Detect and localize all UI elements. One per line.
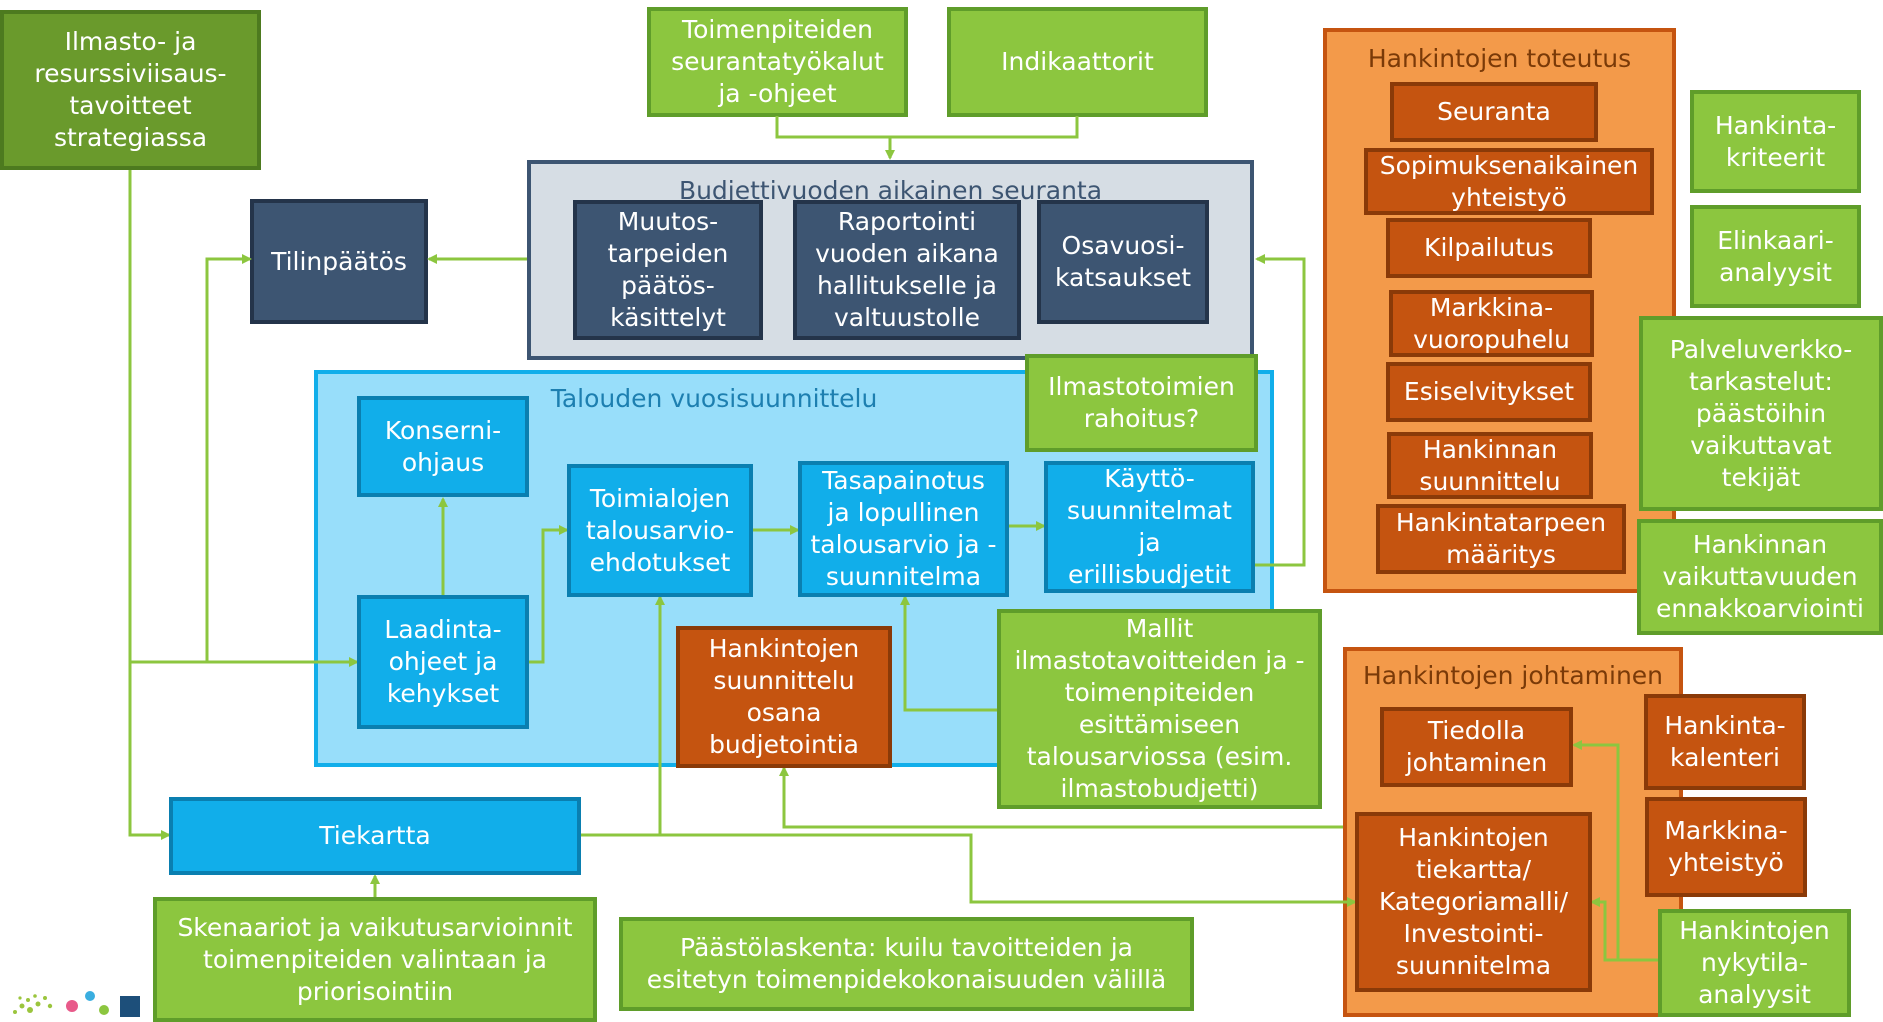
hankintojen-tiekartta-box: Hankintojen tiekartta/ Kategoriamalli/ I…	[1355, 812, 1592, 992]
tiekartta-box: Tiekartta	[169, 797, 581, 875]
kayttosuunnitelmat-box: Käyttö-suunnitelmat ja erillisbudjetit	[1044, 461, 1255, 593]
esiselvitykset-box: Esiselvitykset	[1386, 362, 1592, 422]
nykytila-box: Hankintojen nykytila-analyysit	[1658, 909, 1851, 1017]
markkinayhteistyo-box: Markkina-yhteistyö	[1645, 797, 1807, 897]
elinkaari-box: Elinkaari-analyysit	[1690, 205, 1861, 308]
laadintaohjeet-box: Laadinta-ohjeet ja kehykset	[357, 595, 529, 729]
hankintatarpeen-box: Hankintatarpeen määritys	[1376, 504, 1626, 574]
tasapainotus-box: Tasapainotus ja lopullinen talousarvio j…	[798, 461, 1009, 597]
hankinnan-suunnittelu-box: Hankinnan suunnittelu	[1387, 432, 1593, 499]
sopimuksenaikainen-box: Sopimuksenaikainen yhteistyö	[1364, 148, 1654, 215]
ilmasto-tavoitteet-box: Ilmasto- ja resurssiviisaus-tavoitteet s…	[0, 10, 261, 170]
osavuosi-box: Osavuosi-katsaukset	[1037, 200, 1209, 324]
tilinpaatos-box: Tilinpäätös	[250, 199, 428, 324]
seurantatyokalut-box: Toimenpiteiden seurantatyökalut ja -ohje…	[647, 7, 908, 117]
hankintakalenteri-box: Hankinta-kalenteri	[1644, 694, 1806, 790]
muutostarpeet-box: Muutos-tarpeiden päätös-käsittelyt	[573, 200, 763, 340]
skenaariot-box: Skenaariot ja vaikutusarvioinnit toimenp…	[153, 897, 597, 1022]
johtaminen-title: Hankintojen johtaminen	[1362, 661, 1664, 690]
toteutus-title: Hankintojen toteutus	[1367, 44, 1632, 73]
tiedolla-box: Tiedolla johtaminen	[1380, 707, 1573, 787]
raportointi-box: Raportointi vuoden aikana hallitukselle …	[793, 200, 1021, 340]
paastolaskenta-box: Päästölaskenta: kuilu tavoitteiden ja es…	[619, 917, 1194, 1011]
logo-icon	[0, 970, 150, 1017]
hankintakriteerit-box: Hankinta-kriteerit	[1690, 90, 1861, 193]
markkinavuoropuhelu-box: Markkina-vuoropuhelu	[1389, 290, 1594, 357]
mallit-box: Mallit ilmastotavoitteiden ja -toimenpit…	[997, 609, 1322, 809]
ilmastotoimien-rahoitus-box: Ilmastotoimien rahoitus?	[1025, 354, 1258, 452]
vaikuttavuus-box: Hankinnan vaikuttavuuden ennakkoarvioint…	[1637, 519, 1883, 635]
seuranta-box: Seuranta	[1390, 82, 1598, 142]
indikaattorit-box: Indikaattorit	[947, 7, 1208, 117]
palveluverkko-box: Palveluverkko-tarkastelut: päästöihin va…	[1639, 316, 1883, 511]
kilpailutus-box: Kilpailutus	[1386, 218, 1592, 278]
talouden-title: Talouden vuosisuunnittelu	[550, 384, 878, 413]
toimialojen-box: Toimialojen talousarvio-ehdotukset	[567, 464, 753, 597]
konserniohjaus-box: Konserni-ohjaus	[357, 396, 529, 497]
hankintojen-suunnittelu-budjetointi-box: Hankintojen suunnittelu osana budjetoint…	[676, 626, 892, 768]
